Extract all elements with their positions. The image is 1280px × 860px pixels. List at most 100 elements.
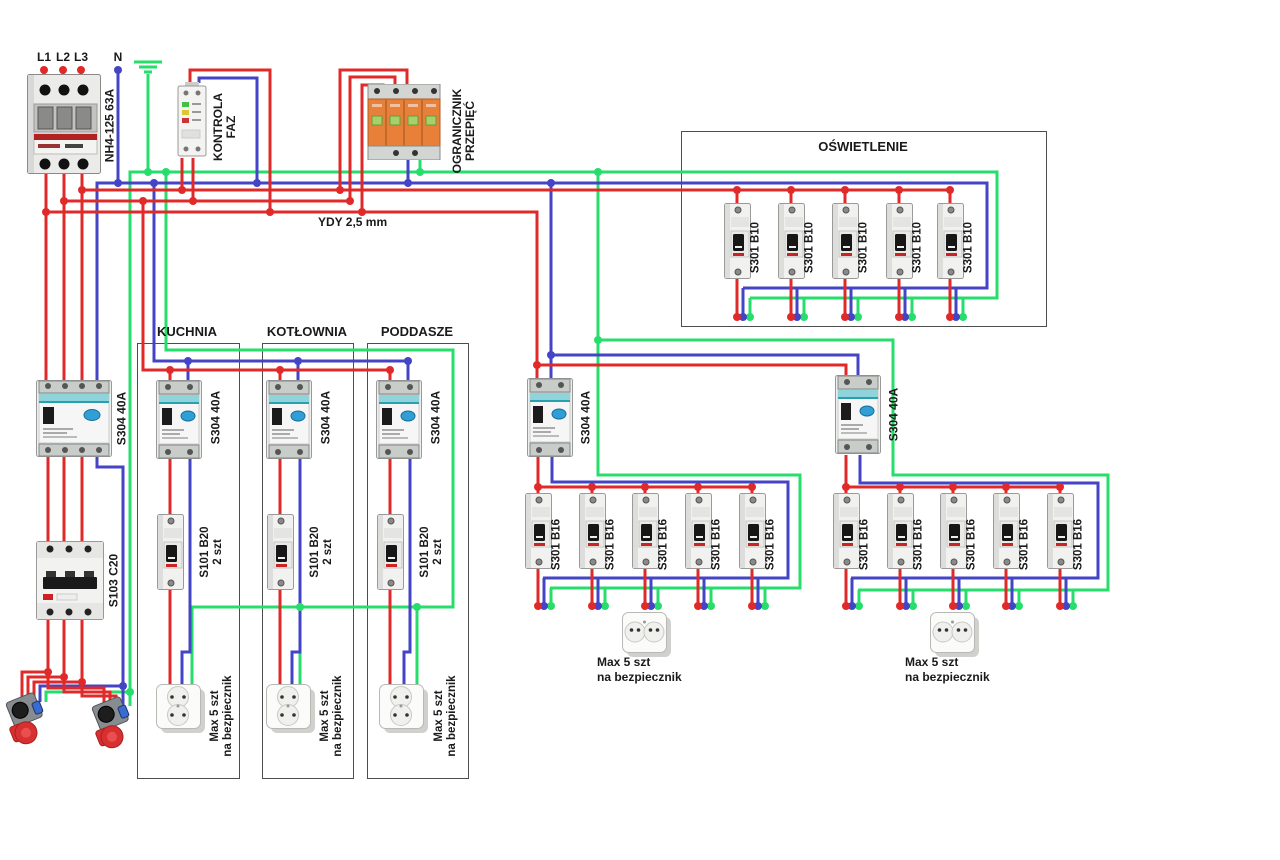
circuit-breaker: [525, 493, 552, 574]
lighting-breaker-label-line: S301 B10: [749, 221, 762, 273]
group-rcd-label: S304 40A: [578, 362, 593, 472]
three-phase-socket: [90, 696, 138, 755]
circuit-breaker: [993, 493, 1020, 574]
sub-breaker-label-line: S103 C20: [106, 553, 121, 607]
group-rcd-label: S304 40A: [886, 359, 901, 469]
room-breaker-label-line: S101 B20: [309, 526, 321, 578]
room-box-poddasze: [367, 343, 469, 779]
group-breaker-label-line: S301 B16: [604, 518, 617, 570]
surge-protector-label-line: PRZEPIĘĆ: [463, 101, 477, 162]
group-breaker-label-line: S301 B16: [710, 518, 723, 570]
room-socket-kotlownia: [266, 684, 316, 739]
room-socket-note-line: Max 5 szt: [433, 690, 445, 742]
phase-monitor: [177, 82, 207, 165]
group-breaker-label: S301 B16: [711, 489, 724, 599]
room-socket-note-line: na bezpiecznik: [222, 675, 234, 757]
room-rcd-label: S304 40A: [428, 362, 443, 472]
lighting-breaker-label: S301 B10: [804, 192, 817, 302]
lighting-breaker-label-line: S301 B10: [911, 221, 924, 273]
group-breaker-label-line: S301 B16: [1072, 518, 1085, 570]
room-breaker-poddasze: [377, 514, 404, 595]
main-rcd: [36, 380, 112, 462]
room-socket-note-line: Max 5 szt: [209, 690, 221, 742]
room-breaker-label-line: 2 szt: [212, 539, 224, 565]
room-socket-poddasze: [379, 684, 429, 739]
room-breaker-label-line: 2 szt: [322, 539, 334, 565]
cable-note: YDY 2,5 mm: [318, 215, 388, 229]
group-breaker-label-line: S301 B16: [912, 518, 925, 570]
group-socket-1: [622, 612, 672, 663]
room-rcd-label: S304 40A: [208, 362, 223, 472]
sub-breaker: [36, 541, 104, 625]
room-socket-kuchnia: [156, 684, 206, 739]
circuit-breaker: [887, 493, 914, 574]
room-title-poddasze: PODDASZE: [380, 324, 454, 339]
group-breaker-label-line: S301 B16: [764, 518, 777, 570]
lighting-breaker-label: S301 B10: [750, 192, 763, 302]
circuit-breaker: [833, 493, 860, 574]
group-breaker-label-line: S301 B16: [657, 518, 670, 570]
room-breaker-label-line: S101 B20: [419, 526, 431, 578]
phase-label-l3: L3: [73, 50, 88, 64]
lighting-box: [681, 131, 1047, 327]
circuit-breaker: [685, 493, 712, 574]
room-socket-note-line: Max 5 szt: [319, 690, 331, 742]
room-rcd-kotlownia: [266, 380, 312, 464]
socket-note: Max 5 szt: [905, 655, 959, 669]
room-rcd-poddasze: [376, 380, 422, 464]
group-rcd-1: [527, 378, 573, 462]
circuit-breaker: [632, 493, 659, 574]
surge-protector: [366, 83, 442, 165]
room-rcd-label: S304 40A: [318, 362, 333, 472]
group-socket-2: [930, 612, 980, 663]
lighting-breaker: [886, 203, 913, 284]
group-rcd-label-line: S304 40A: [578, 390, 593, 444]
room-box-kuchnia: [137, 343, 240, 779]
lighting-breaker: [724, 203, 751, 284]
neutral-label: N: [113, 50, 123, 64]
lighting-breaker-label: S301 B10: [963, 192, 976, 302]
lighting-title: OŚWIETLENIE: [818, 139, 908, 154]
group-breaker-label: S301 B16: [765, 489, 778, 599]
group-rcd-label-line: S304 40A: [886, 387, 901, 441]
circuit-breaker: [1047, 493, 1074, 574]
group-breaker-label-line: S301 B16: [858, 518, 871, 570]
lighting-breaker: [832, 203, 859, 284]
lighting-breaker-label: S301 B10: [858, 192, 871, 302]
lighting-breaker-label: S301 B10: [912, 192, 925, 302]
room-rcd-label-line: S304 40A: [318, 390, 333, 444]
room-title-kuchnia: KUCHNIA: [157, 324, 217, 339]
main-rcd-label-line: S304 40A: [114, 391, 129, 445]
circuit-breaker: [739, 493, 766, 574]
room-rcd-label-line: S304 40A: [428, 390, 443, 444]
room-breaker-label-line: 2 szt: [432, 539, 444, 565]
room-socket-note-line: na bezpiecznik: [332, 675, 344, 757]
lighting-breaker-label-line: S301 B10: [962, 221, 975, 273]
circuit-breaker: [579, 493, 606, 574]
group-breaker-label: S301 B16: [1019, 489, 1032, 599]
room-breaker-label-line: S101 B20: [199, 526, 211, 578]
group-breaker-label: S301 B16: [605, 489, 618, 599]
main-switch: [27, 74, 101, 179]
room-rcd-kuchnia: [156, 380, 202, 464]
main-switch-label-line: NH4-125 63A: [102, 88, 117, 162]
room-box-kotlownia: [262, 343, 354, 779]
room-socket-note-line: na bezpiecznik: [446, 675, 458, 757]
lighting-breaker: [778, 203, 805, 284]
group-breaker-label: S301 B16: [966, 489, 979, 599]
group-breaker-label-line: S301 B16: [965, 518, 978, 570]
room-rcd-label-line: S304 40A: [208, 390, 223, 444]
main-rcd-label: S304 40A: [114, 363, 129, 473]
room-breaker-kotlownia: [267, 514, 294, 595]
group-rcd-2: [835, 375, 881, 459]
main-switch-label: NH4-125 63A: [102, 70, 117, 180]
group-breaker-label: S301 B16: [658, 489, 671, 599]
group-breaker-label: S301 B16: [1073, 489, 1086, 599]
phase-label-l2: L2: [55, 50, 70, 64]
